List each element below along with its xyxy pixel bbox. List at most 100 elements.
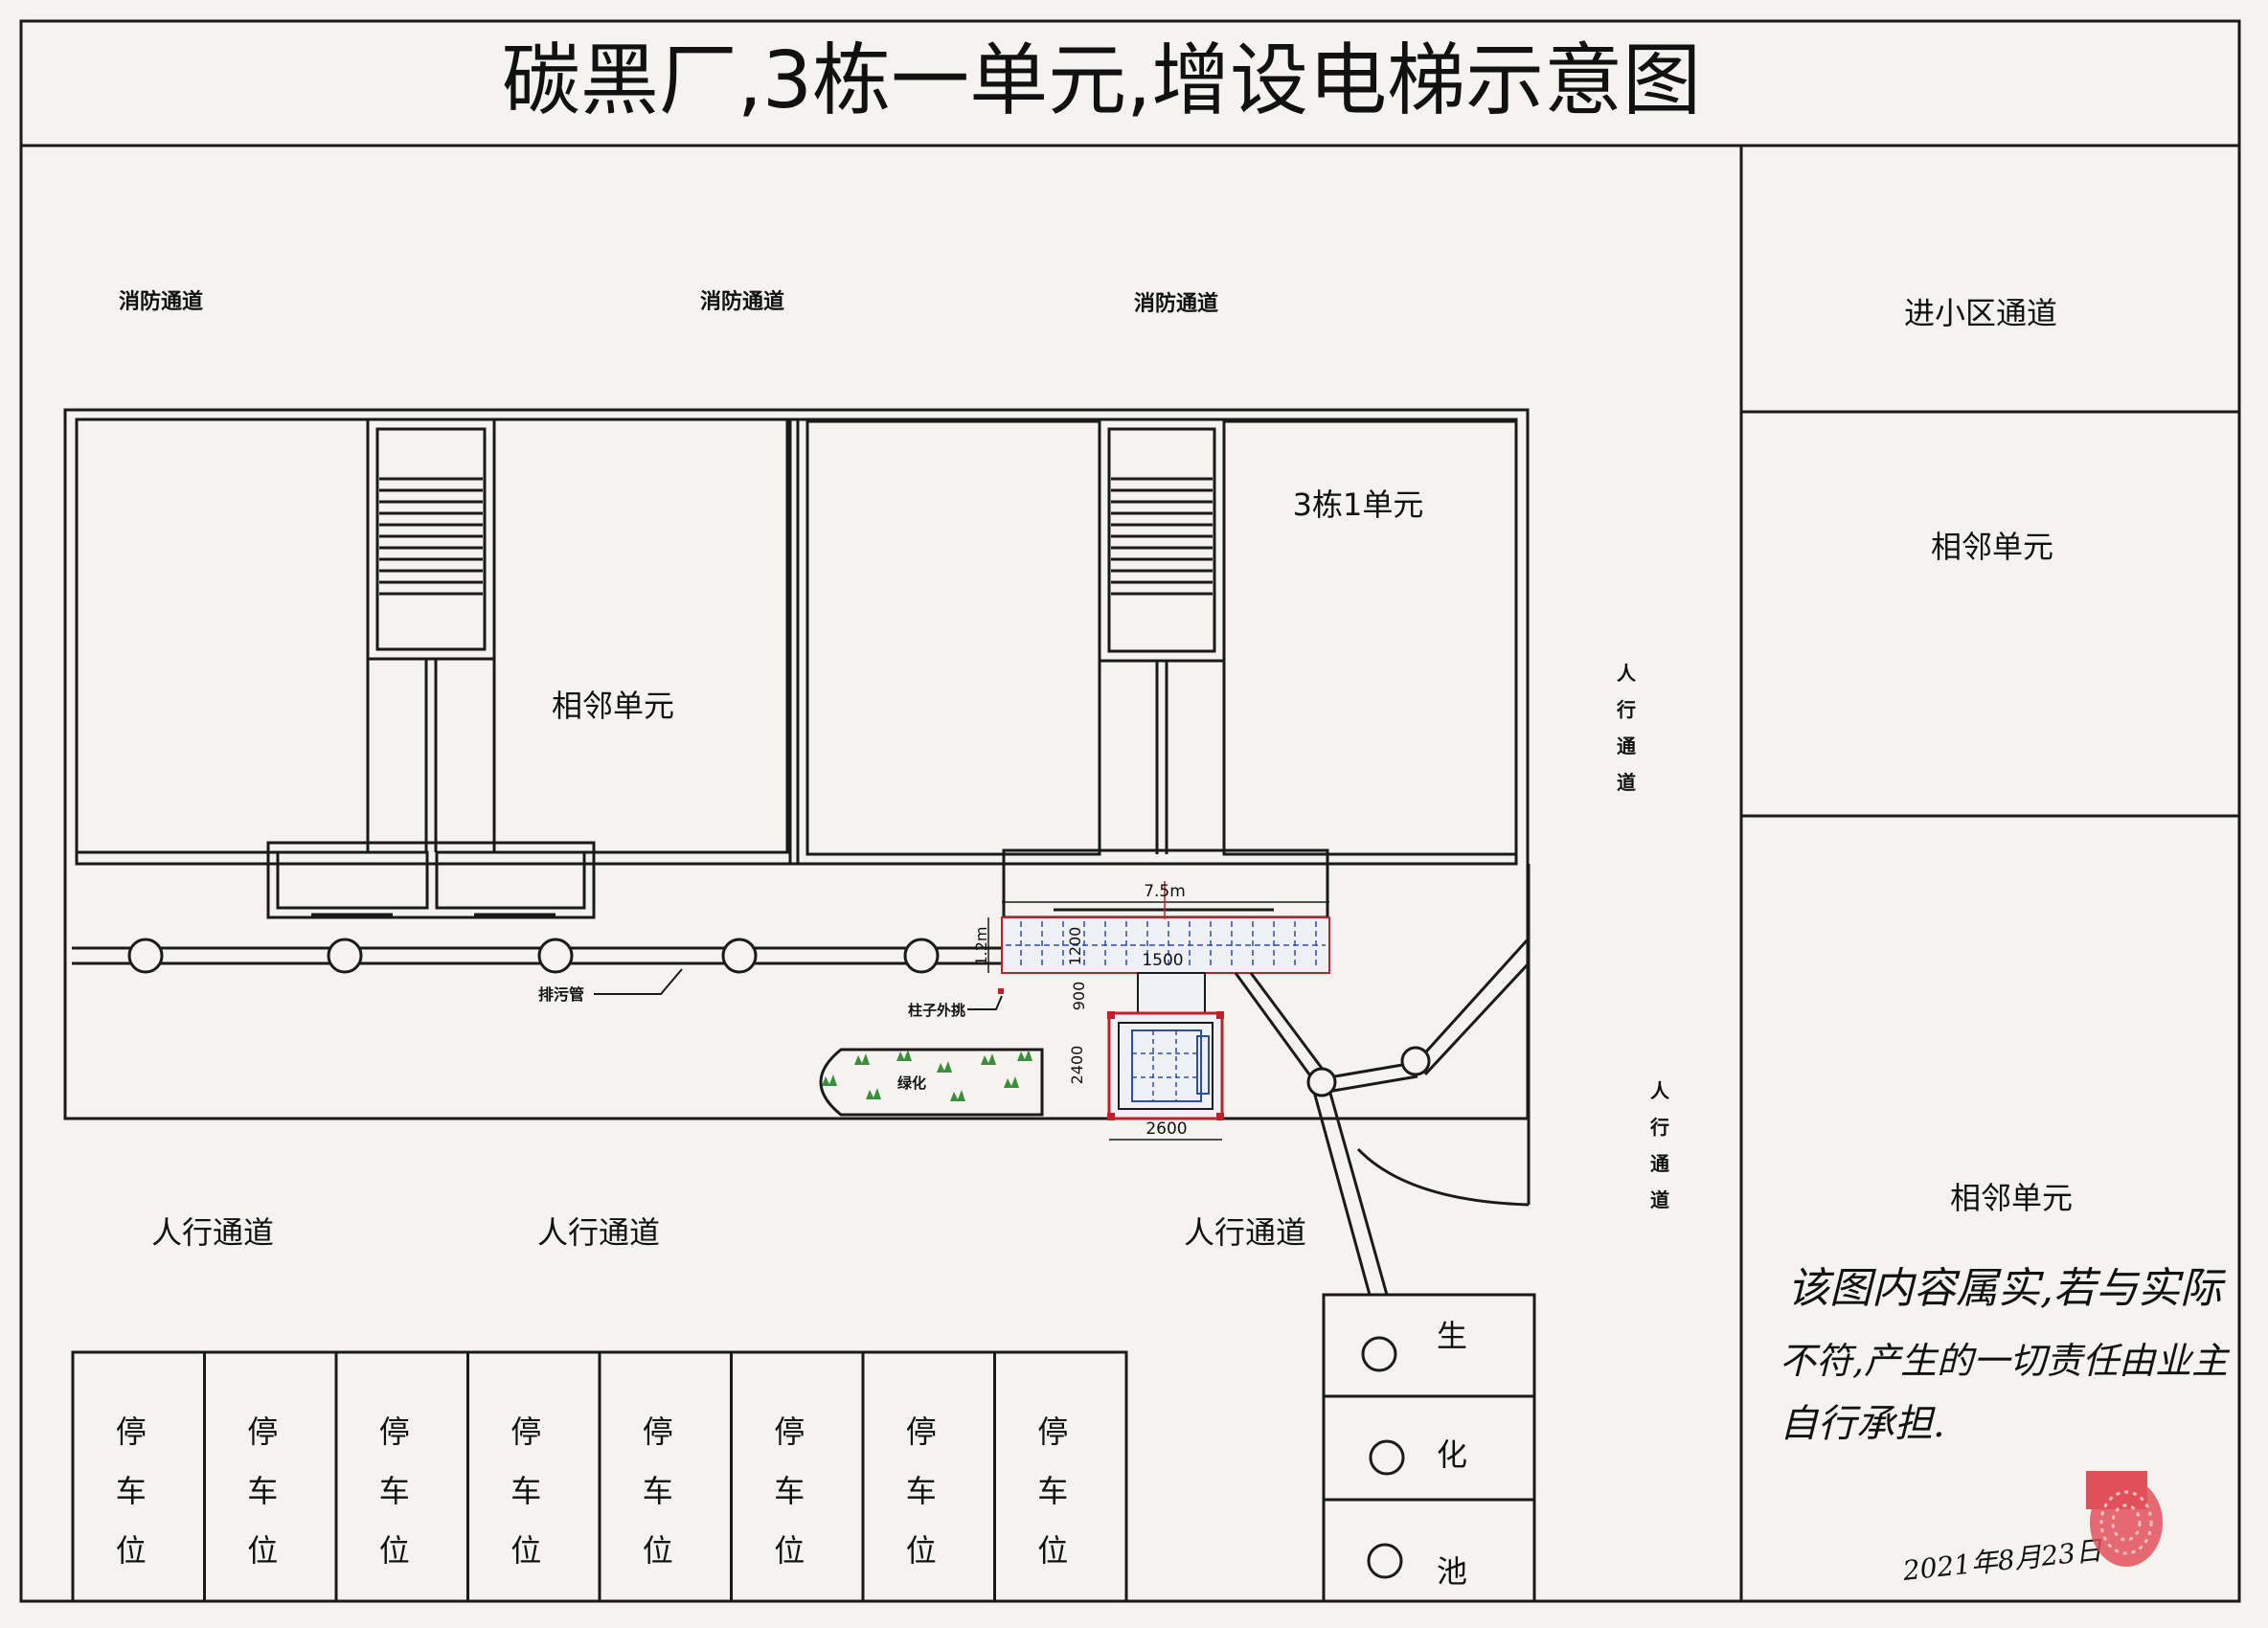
fingerprint-stamp (2086, 1471, 2163, 1567)
column-extension-label: 柱子外挑 (908, 1002, 965, 1019)
parking-char: 停 (247, 1413, 278, 1450)
grass-tuft (822, 1074, 837, 1086)
parking-char: 车 (510, 1473, 541, 1509)
parking-char: 停 (1037, 1413, 1068, 1450)
parking-char: 位 (510, 1532, 541, 1569)
note-line-2: 不符,产生的一切责任由业主 (1780, 1340, 2231, 1382)
parking-char: 停 (379, 1413, 410, 1450)
note-line-3: 自行承担. (1780, 1402, 1945, 1446)
svg-text:人: 人 (1650, 1079, 1670, 1102)
grass-tuft (896, 1050, 912, 1061)
pedestrian-vertical-label-2: 人 行 通 道 (1649, 1079, 1670, 1211)
column-marker (998, 988, 1004, 994)
manhole (903, 938, 940, 974)
parking-char: 停 (906, 1413, 937, 1450)
elevator-corridor (1001, 881, 1330, 1024)
sewage-pipe-leader (594, 968, 683, 995)
parking-char: 车 (379, 1473, 410, 1509)
septic-chamber-1 (1361, 1336, 1397, 1372)
svg-text:人: 人 (1617, 662, 1637, 685)
parking-char: 停 (510, 1413, 541, 1450)
parking-char: 位 (906, 1532, 937, 1569)
building-unit-label: 3栋1单元 (1293, 486, 1424, 523)
septic-char-2: 化 (1437, 1436, 1467, 1473)
parking-char: 车 (643, 1473, 673, 1509)
manhole (721, 938, 758, 974)
septic-chamber-3 (1367, 1543, 1403, 1579)
parking-char: 车 (1037, 1473, 1068, 1509)
parking-char: 位 (643, 1532, 673, 1569)
svg-text:通: 通 (1617, 735, 1636, 757)
building-3-unit-1-block (796, 418, 1518, 919)
parking-space-outline (993, 1350, 1128, 1603)
adjacent-unit-label-right-bottom: 相邻单元 (1950, 1180, 2073, 1216)
note-date: 2021年8月23日 (1900, 1534, 2104, 1587)
parking-char: 停 (116, 1413, 147, 1450)
stair-treads-left (379, 477, 483, 596)
parking-space: 停车位 (203, 1350, 338, 1603)
adjacent-unit-block (75, 418, 792, 919)
parking-char: 停 (774, 1413, 805, 1450)
fire-lane-label-2: 消防通道 (700, 289, 784, 314)
manhole (537, 938, 574, 974)
parking-char: 位 (1037, 1532, 1068, 1569)
dim-offset: 1.2m (972, 926, 990, 965)
grass-tuft (1017, 1050, 1032, 1061)
pedestrian-walkway-label-2: 人行通道 (537, 1214, 660, 1251)
grass-tuft (854, 1053, 870, 1065)
dim-corridor-width: 7.5m (1144, 882, 1186, 901)
note-line-1: 该图内容属实,若与实际 (1787, 1264, 2226, 1313)
septic-char-1: 生 (1437, 1318, 1467, 1354)
parking-char: 位 (247, 1532, 278, 1569)
parking-space: 停车位 (334, 1350, 469, 1603)
svg-text:道: 道 (1650, 1188, 1669, 1211)
grass-tuft (981, 1053, 996, 1065)
parking-char: 车 (247, 1473, 278, 1509)
sewage-pipe-label: 排污管 (538, 985, 584, 1004)
parking-char: 车 (774, 1473, 805, 1509)
svg-text:通: 通 (1650, 1152, 1669, 1175)
svg-text:道: 道 (1617, 771, 1636, 794)
grass-tuft (866, 1088, 881, 1099)
dim-corridor-inner: 1500 (1142, 951, 1183, 970)
dim-shaft-depth: 2400 (1068, 1046, 1086, 1085)
parking-char: 车 (906, 1473, 937, 1509)
parking-space: 停车位 (71, 1350, 206, 1603)
pedestrian-walkway-label-3: 人行通道 (1184, 1214, 1306, 1251)
manhole (127, 938, 164, 974)
pedestrian-walkway-label-1: 人行通道 (151, 1214, 274, 1251)
svg-text:行: 行 (1616, 698, 1636, 721)
parking-space: 停车位 (861, 1350, 996, 1603)
parking-char: 位 (774, 1532, 805, 1569)
parking-char: 停 (643, 1413, 673, 1450)
column-extension-leader (967, 995, 1003, 1010)
dim-corridor-depth: 1200 (1066, 927, 1084, 966)
parking-space: 停车位 (993, 1350, 1128, 1603)
grass-tuft (950, 1090, 965, 1101)
septic-char-3: 池 (1437, 1553, 1467, 1590)
stair-treads-right (1111, 477, 1213, 596)
parking-space: 停车位 (598, 1350, 733, 1603)
parking-char: 位 (379, 1532, 410, 1569)
manholes (127, 938, 940, 974)
greenery-bed (819, 1048, 1044, 1117)
parking-char: 位 (116, 1532, 147, 1569)
handwritten-note: 该图内容属实,若与实际 不符,产生的一切责任由业主 自行承担. 2021年8月2… (1780, 1264, 2231, 1587)
path-junction (1400, 1046, 1431, 1076)
path-junctions (1306, 1046, 1431, 1097)
fire-lane-label-3: 消防通道 (1134, 291, 1218, 316)
dim-shaft-width: 2600 (1145, 1119, 1187, 1139)
grass-tuft (1004, 1076, 1019, 1088)
fire-lane-label-1: 消防通道 (119, 289, 203, 314)
parking-char: 车 (116, 1473, 147, 1509)
septic-chamber-2 (1369, 1439, 1405, 1476)
parking-space: 停车位 (730, 1350, 865, 1603)
adjacent-unit-label-left: 相邻单元 (552, 688, 674, 724)
adjacent-unit-label-right-top: 相邻单元 (1931, 529, 2053, 565)
sewage-pipe (72, 946, 1004, 965)
svg-text:行: 行 (1649, 1116, 1669, 1139)
grass-tuft (937, 1061, 952, 1073)
septic-tank (1322, 1293, 1536, 1603)
